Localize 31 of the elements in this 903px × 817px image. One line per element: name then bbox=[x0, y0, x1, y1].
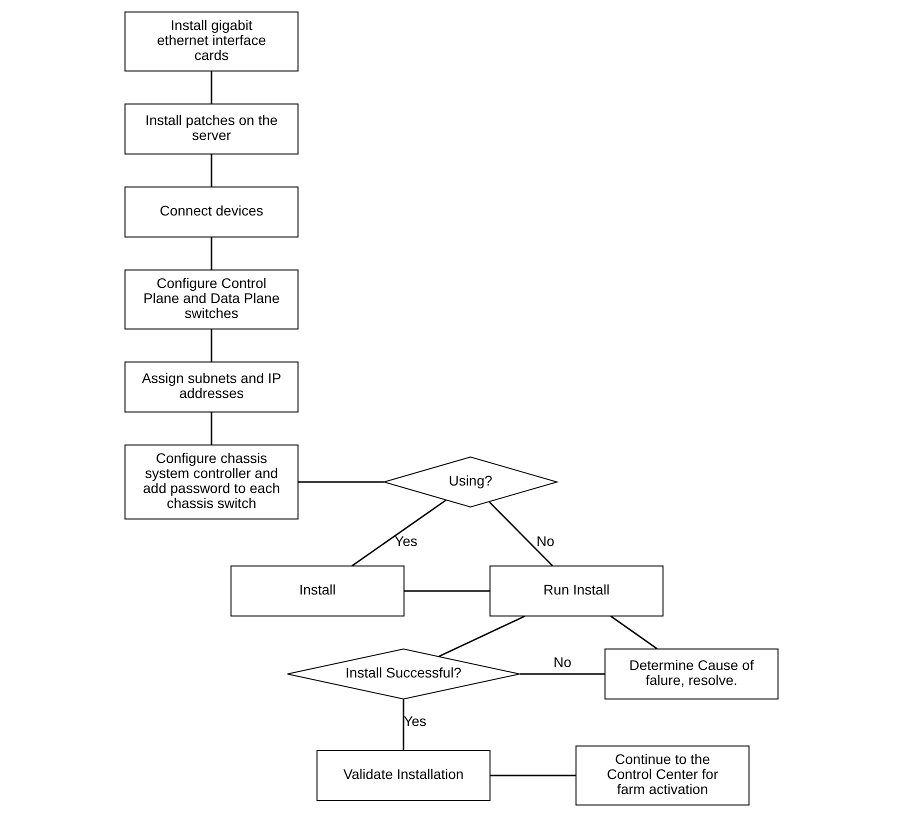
node-diamond: Using? bbox=[382, 456, 559, 508]
node-diamond: Install Successful? bbox=[286, 648, 520, 700]
node-box: Configure Control Plane and Data Plane switches bbox=[124, 270, 298, 330]
connector bbox=[438, 615, 526, 658]
connector bbox=[404, 590, 490, 592]
connector bbox=[210, 237, 212, 270]
connector bbox=[610, 615, 658, 650]
node-box: Install patches on the server bbox=[124, 104, 298, 154]
connector bbox=[490, 774, 576, 776]
connector bbox=[520, 673, 605, 675]
connector bbox=[210, 154, 212, 187]
node-box: Configure chassis system controller and add password to each chassis switch bbox=[124, 444, 298, 520]
edge-label: No bbox=[536, 533, 554, 550]
edge-label: Yes bbox=[404, 713, 426, 730]
node-box: Assign subnets and IP addresses bbox=[124, 362, 298, 412]
connector bbox=[210, 329, 212, 362]
node-box: Run Install bbox=[490, 566, 664, 616]
node-box: Continue to the Control Center for farm activation bbox=[576, 746, 750, 806]
connector bbox=[488, 502, 554, 566]
connector bbox=[298, 481, 384, 483]
edge-label: No bbox=[553, 654, 572, 670]
connector bbox=[402, 699, 404, 750]
node-box: Validate Installation bbox=[316, 750, 490, 801]
node-box: Connect devices bbox=[124, 186, 298, 238]
node-box: Install bbox=[230, 566, 404, 616]
connector bbox=[210, 71, 212, 104]
edge-label: Yes bbox=[394, 533, 418, 550]
node-box: Determine Cause of falure, resolve. bbox=[604, 648, 778, 700]
connector bbox=[210, 412, 212, 445]
connector bbox=[352, 500, 446, 566]
node-box: Install gigabit ethernet interface cards bbox=[124, 12, 298, 72]
